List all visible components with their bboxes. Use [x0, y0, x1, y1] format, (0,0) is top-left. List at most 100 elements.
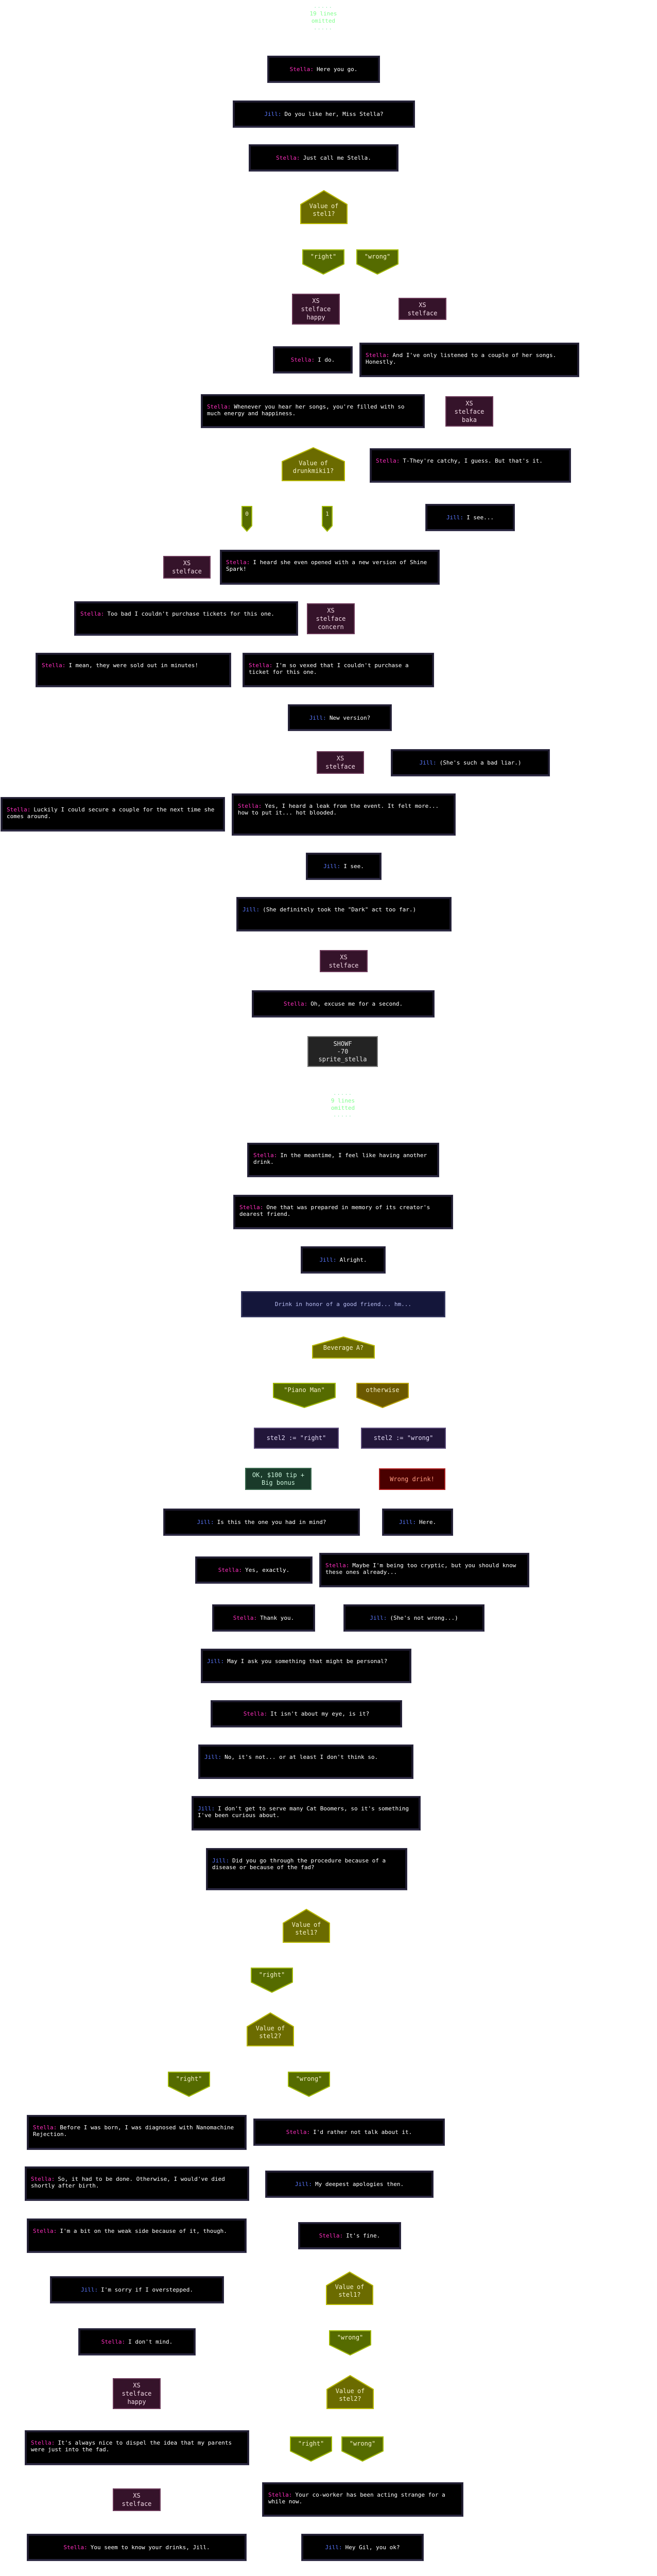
- dialogue-node-stella[interactable]: Stella:It's fine.: [299, 2223, 401, 2249]
- result-failure-node[interactable]: Wrong drink!: [379, 1468, 445, 1490]
- assignment-node[interactable]: stel2 := "wrong": [361, 1428, 446, 1449]
- dialogue-node-jill[interactable]: Jill:I'm sorry if I overstepped.: [50, 2277, 223, 2303]
- dialogue-node-stella[interactable]: Stella:Before I was born, I was diagnose…: [27, 2115, 246, 2149]
- dialogue-line: New version?: [329, 714, 371, 721]
- dialogue-node-jill[interactable]: Jill:(She definitely took the "Dark" act…: [237, 897, 451, 931]
- case-branch[interactable]: 0: [241, 506, 252, 532]
- dialogue-node-jill[interactable]: Jill:(She's not wrong...): [344, 1605, 484, 1631]
- dialogue-node-stella[interactable]: Stella:It isn't about my eye, is it?: [211, 1701, 402, 1727]
- dialogue-text-block: Stella:It's fine.: [319, 2232, 381, 2239]
- case-branch[interactable]: "Piano Man": [273, 1383, 336, 1409]
- dialogue-node-stella[interactable]: Stella:Your co-worker has been acting st…: [263, 2483, 463, 2516]
- otherwise-branch[interactable]: otherwise: [356, 1383, 409, 1409]
- dialogue-node-stella[interactable]: Stella:So, it had to be done. Otherwise,…: [25, 2167, 249, 2200]
- dialogue-node-stella[interactable]: Stella:And I've only listened to a coupl…: [360, 343, 579, 377]
- case-branch[interactable]: "wrong": [356, 249, 399, 275]
- dialogue-node-jill[interactable]: Jill:New version?: [288, 705, 391, 731]
- dialogue-node-jill[interactable]: Jill:(She's such a bad liar.): [391, 750, 549, 776]
- dialogue-node-jill[interactable]: Jill:May I ask you something that might …: [201, 1649, 411, 1683]
- case-branch[interactable]: "wrong": [341, 2436, 384, 2462]
- pennant-shape-icon: [251, 1968, 293, 1993]
- decision-node[interactable]: Value of stel2?: [326, 2375, 374, 2409]
- decision-node[interactable]: Value of drunkmiki1?: [282, 447, 345, 481]
- decision-node[interactable]: Value of stel1?: [300, 190, 348, 224]
- dialogue-node-jill[interactable]: Jill:I see.: [306, 853, 381, 879]
- dialogue-node-stella[interactable]: Stella:Whenever you hear her songs, you'…: [201, 395, 424, 428]
- dialogue-node-stella[interactable]: Stella:I'm a bit on the weak side becaus…: [27, 2219, 246, 2252]
- dialogue-node-jill[interactable]: Jill:Do you like her, Miss Stella?: [233, 101, 414, 127]
- dialogue-node-jill[interactable]: Jill:No, it's not... or at least I don't…: [199, 1745, 413, 1778]
- dialogue-node-stella[interactable]: Stella:It's always nice to dispel the id…: [25, 2431, 249, 2465]
- dialogue-node-stella[interactable]: Stella:Too bad I couldn't purchase ticke…: [75, 602, 298, 635]
- case-branch[interactable]: "right": [290, 2436, 332, 2462]
- dialogue-text-block: Stella:You seem to know your drinks, Jil…: [63, 2544, 210, 2551]
- dialogue-line: May I ask you something that might be pe…: [227, 1658, 388, 1665]
- speaker-name: Jill:: [198, 1805, 215, 1812]
- dialogue-node-stella[interactable]: Stella:I do.: [273, 347, 352, 373]
- dialogue-node-stella[interactable]: Stella:Yes, exactly.: [196, 1557, 312, 1583]
- dialogue-node-stella[interactable]: Stella:Just call me Stella.: [249, 145, 398, 171]
- case-branch[interactable]: "wrong": [288, 2072, 330, 2097]
- dialogue-node-stella[interactable]: Stella:I heard she even opened with a ne…: [220, 550, 439, 584]
- dialogue-node-jill[interactable]: Jill:Here.: [383, 1509, 453, 1535]
- dialogue-node-jill[interactable]: Jill:Is this the one you had in mind?: [164, 1509, 359, 1535]
- speaker-name: Stella:: [283, 1001, 308, 1007]
- decision-label: Beverage A?: [323, 1344, 364, 1352]
- dialogue-node-stella[interactable]: Stella:I'm so vexed that I couldn't purc…: [243, 653, 434, 687]
- dialogue-line: I see.: [343, 863, 364, 870]
- dialogue-node-jill[interactable]: Jill:Alright.: [301, 1247, 385, 1273]
- dialogue-node-stella[interactable]: Stella:Here you go.: [268, 56, 379, 82]
- command-node[interactable]: SHOWF -70 sprite_stella: [307, 1036, 378, 1067]
- dialogue-node-stella[interactable]: Stella:Oh, excuse me for a second.: [252, 991, 434, 1017]
- decision-node[interactable]: Value of stel1?: [326, 2271, 373, 2305]
- expression-node[interactable]: XS stelface: [113, 2488, 161, 2511]
- dialogue-node-jill[interactable]: Jill:My deepest apologies then.: [266, 2171, 433, 2197]
- expression-node[interactable]: XS stelface happy: [292, 294, 340, 325]
- narration-node[interactable]: Drink in honor of a good friend... hm...: [241, 1292, 445, 1317]
- speaker-name: Stella:: [101, 2338, 126, 2345]
- case-branch[interactable]: "right": [302, 249, 344, 275]
- case-branch[interactable]: "wrong": [329, 2330, 371, 2356]
- dialogue-node-stella[interactable]: Stella:Yes, I heard a leak from the even…: [232, 794, 455, 835]
- dialogue-line: Luckily I could secure a couple for the …: [7, 806, 215, 820]
- dialogue-node-stella[interactable]: Stella:I'd rather not talk about it.: [254, 2119, 444, 2145]
- dialogue-node-jill[interactable]: Jill:Did you go through the procedure be…: [206, 1849, 407, 1890]
- expression-node[interactable]: XS stelface happy: [113, 2378, 161, 2409]
- dialogue-node-jill[interactable]: Jill:Hey Gil, you ok?: [302, 2534, 423, 2561]
- expression-node[interactable]: XS stelface: [320, 950, 368, 972]
- expression-node[interactable]: XS stelface baka: [445, 396, 493, 427]
- pennant-shape-icon: [273, 1383, 336, 1409]
- decision-node[interactable]: Beverage A?: [312, 1336, 375, 1359]
- dialogue-node-stella[interactable]: Stella:I don't mind.: [79, 2329, 195, 2355]
- case-branch[interactable]: 1: [322, 506, 333, 532]
- case-branch[interactable]: "right": [168, 2072, 210, 2097]
- dialogue-line: (She's not wrong...): [390, 1615, 458, 1621]
- expression-node[interactable]: XS stelface: [399, 298, 446, 320]
- pennant-shape-icon: [356, 1383, 409, 1409]
- expression-node[interactable]: XS stelface concern: [307, 603, 355, 634]
- dialogue-node-stella[interactable]: Stella:One that was prepared in memory o…: [234, 1195, 453, 1229]
- dialogue-node-stella[interactable]: Stella:Maybe I'm being too cryptic, but …: [320, 1553, 529, 1587]
- dialogue-node-jill[interactable]: Jill:I don't get to serve many Cat Boome…: [192, 1797, 420, 1830]
- speaker-name: Jill:: [204, 1754, 222, 1760]
- dialogue-node-stella[interactable]: Stella:You seem to know your drinks, Jil…: [27, 2534, 246, 2561]
- dialogue-node-stella[interactable]: Stella:In the meantime, I feel like havi…: [248, 1143, 439, 1177]
- case-branch[interactable]: "right": [251, 1968, 293, 1993]
- dialogue-node-jill[interactable]: Jill:I see...: [426, 504, 514, 531]
- result-success-node[interactable]: OK, $100 tip + Big bonus: [245, 1468, 312, 1490]
- expression-node[interactable]: XS stelface: [163, 556, 211, 579]
- expression-node[interactable]: XS stelface: [317, 751, 364, 774]
- dialogue-node-stella[interactable]: Stella:I mean, they were sold out in min…: [36, 653, 231, 687]
- dialogue-node-stella[interactable]: Stella:Luckily I could secure a couple f…: [1, 798, 224, 831]
- decision-label: Value of stel2?: [335, 2387, 365, 2402]
- dialogue-node-stella[interactable]: Stella:T-They're catchy, I guess. But th…: [370, 449, 570, 482]
- decision-node[interactable]: Value of stel1?: [283, 1908, 330, 1943]
- assignment-node[interactable]: stel2 := "right": [254, 1428, 339, 1449]
- dialogue-line: Before I was born, I was diagnosed with …: [33, 2124, 234, 2138]
- dialogue-node-stella[interactable]: Stella:Thank you.: [213, 1605, 315, 1631]
- decision-node[interactable]: Value of stel2?: [247, 2012, 294, 2046]
- dialogue-line: Did you go through the procedure because…: [212, 1857, 386, 1871]
- node-label: XS stelface: [122, 2492, 152, 2507]
